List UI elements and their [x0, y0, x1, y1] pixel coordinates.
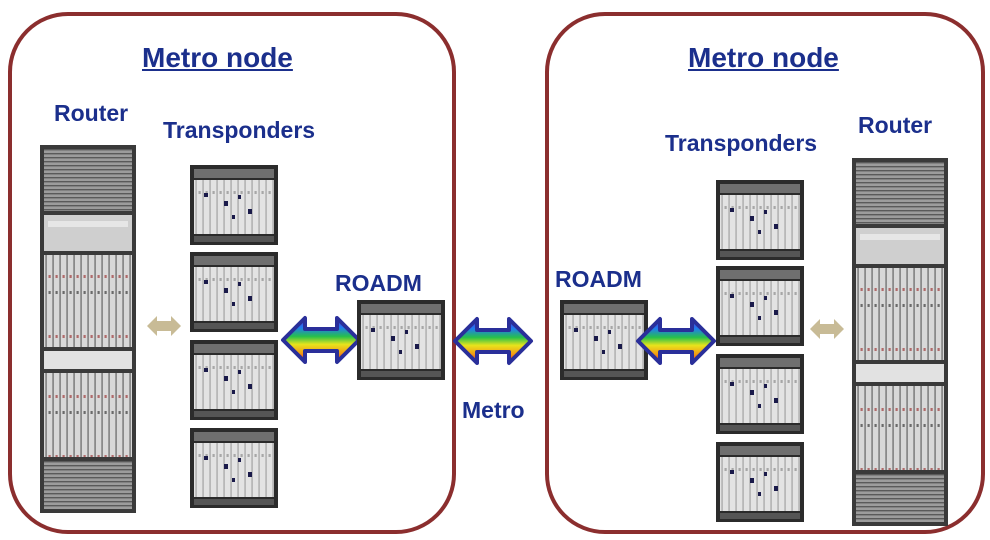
right-transponders-label: Transponders — [665, 130, 818, 156]
left-router-link-arrow — [147, 316, 181, 336]
left-transponders-label: Transponders — [163, 117, 316, 143]
right-roadm-shelf — [560, 300, 648, 380]
right-wdm-arrow — [636, 317, 716, 365]
right-router-label: Router — [858, 112, 933, 138]
right-transponder-shelf-1 — [716, 180, 804, 260]
left-wdm-arrow — [281, 316, 361, 364]
left-node-title: Metro node — [142, 42, 293, 73]
right-roadm-label: ROADM — [555, 266, 642, 292]
left-router-label: Router — [54, 100, 129, 126]
right-transponder-shelf-3 — [716, 354, 804, 434]
left-roadm-label: ROADM — [335, 270, 422, 296]
left-transponder-shelf-3 — [190, 340, 278, 420]
left-transponder-shelf-2 — [190, 252, 278, 332]
metro-link-arrow — [453, 317, 533, 365]
right-transponder-shelf-2 — [716, 266, 804, 346]
right-node-title: Metro node — [688, 42, 839, 73]
right-router-link-arrow — [810, 319, 844, 339]
left-roadm-shelf — [357, 300, 445, 380]
left-router-rack — [40, 145, 136, 513]
left-transponder-shelf-4 — [190, 428, 278, 508]
right-router-rack — [852, 158, 948, 526]
right-transponder-shelf-4 — [716, 442, 804, 522]
metro-link-label: Metro — [462, 397, 525, 423]
left-transponder-shelf-1 — [190, 165, 278, 245]
